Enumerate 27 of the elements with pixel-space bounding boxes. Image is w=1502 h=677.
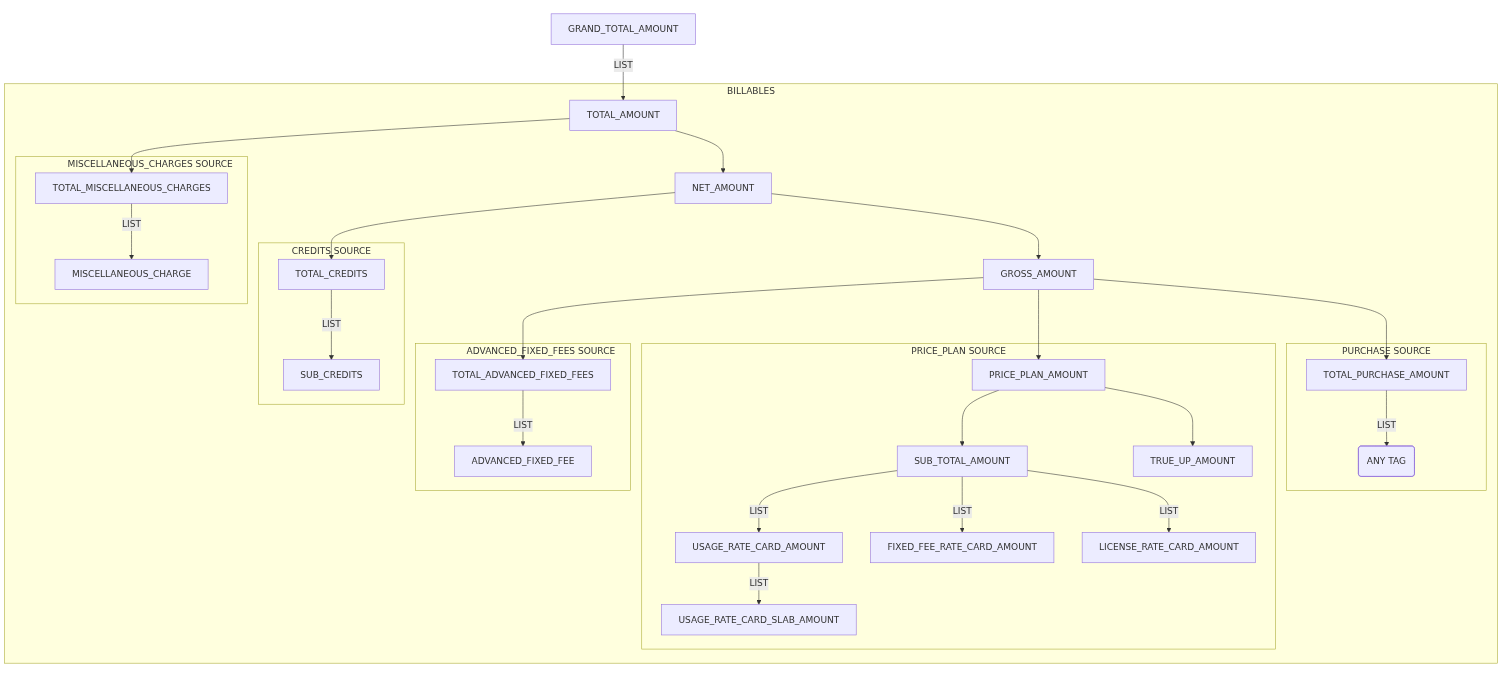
node-box: TOTAL_ADVANCED_FIXED_FEES [434, 359, 611, 391]
node-box: SUB_TOTAL_AMOUNT [896, 445, 1028, 477]
node-box: USAGE_RATE_CARD_SLAB_AMOUNT [661, 604, 857, 636]
edge-label: LIST [749, 505, 769, 517]
edge-label: LIST [321, 319, 341, 330]
edge-label: LIST [749, 577, 769, 589]
edge-label: LIST [613, 59, 633, 71]
edge-label: LIST [513, 419, 533, 431]
edge-label: LIST [1376, 419, 1396, 431]
node-box: LICENSE_RATE_CARD_AMOUNT [1081, 532, 1256, 564]
node-box: MISCELLANEOUS_CHARGE [54, 258, 209, 290]
node-box: GRAND_TOTAL_AMOUNT [550, 13, 696, 45]
node-box: FIXED_FEE_RATE_CARD_AMOUNT [870, 532, 1055, 564]
edge-label: LIST [122, 218, 142, 230]
edge-label: LIST [952, 505, 972, 517]
node-box: TOTAL_MISCELLANEOUS_CHARGES [35, 172, 228, 204]
node-box: GROSS_AMOUNT [983, 258, 1094, 290]
node-box: PRICE_PLAN_AMOUNT [971, 359, 1106, 391]
node-box: TOTAL_CREDITS [278, 258, 385, 290]
node-box: TRUE_UP_AMOUNT [1132, 445, 1253, 477]
node-box: TOTAL_PURCHASE_AMOUNT [1306, 359, 1467, 391]
node-box: USAGE_RATE_CARD_AMOUNT [675, 532, 843, 564]
node-box: ADVANCED_FIXED_FEE [454, 445, 592, 477]
node-box: NET_AMOUNT [674, 172, 772, 204]
node-box: SUB_CREDITS [283, 359, 380, 391]
node-box: TOTAL_AMOUNT [569, 99, 677, 131]
edge-label: LIST [1159, 505, 1179, 517]
